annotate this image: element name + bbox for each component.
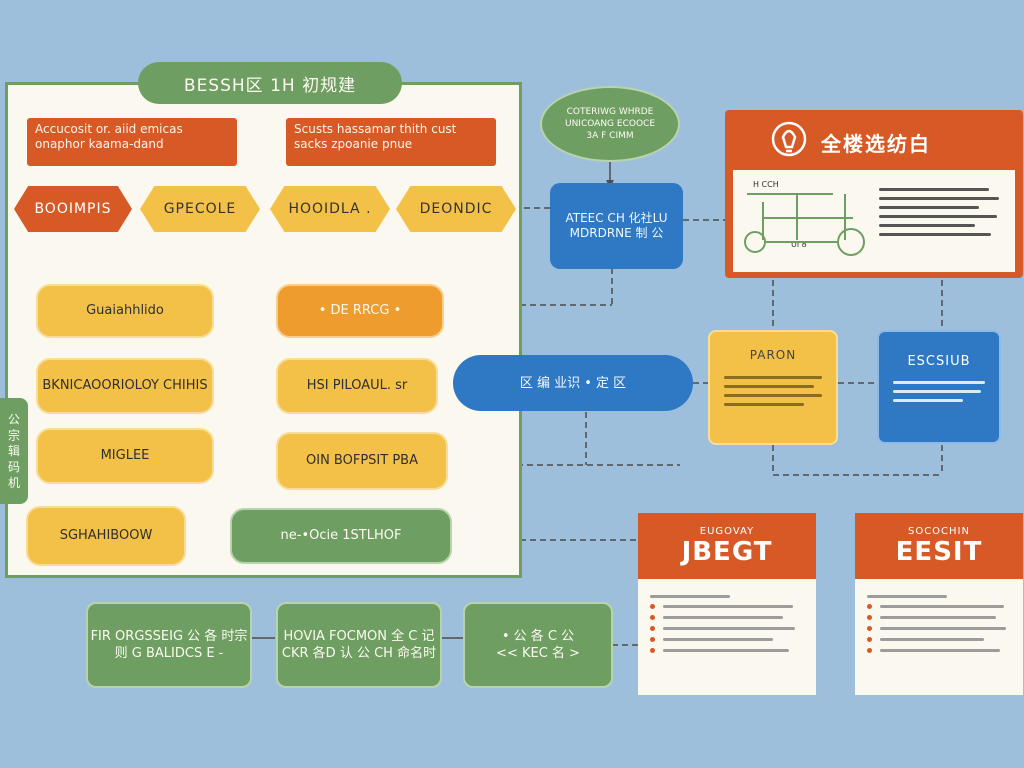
- panel-caption-a: H CCH: [753, 180, 779, 189]
- card-1-small: EUGOVAY: [699, 525, 755, 537]
- frame-title: BESSH区 1H 初规建: [138, 62, 402, 104]
- card-1-big: JBEGT: [681, 536, 773, 567]
- blue-info-box: ESCSIUB: [877, 330, 1001, 444]
- blue-box-lines: [879, 369, 999, 402]
- left-step-4: SGHAHIBOOW: [26, 506, 186, 566]
- left-step-1: Guaiahhlido: [36, 284, 214, 338]
- hexagon-1: BOOIMPIS: [14, 186, 132, 232]
- side-tab: 公 宗 辑 码 机: [0, 398, 28, 504]
- blue-box-top: ATEEC CH 化社LU MDRDRNE 制 公: [550, 183, 683, 269]
- blue-box-title: ESCSIUB: [907, 354, 971, 369]
- bottom-box-1: FIR ORGSSEIG 公 各 时宗则 G BALIDCS E -: [86, 602, 252, 688]
- card-1-header: EUGOVAY JBEGT: [638, 513, 816, 579]
- circuit-sketch: [744, 193, 865, 256]
- bottom-box-2: HOVIA FOCMON 全 C 记 CKR 各D 认 公 CH 命名时: [276, 602, 442, 688]
- hexagon-4: DEONDIC: [396, 186, 516, 232]
- note-box-right: Scusts hassamar thith cust sacks zpoanie…: [286, 118, 496, 166]
- diagram-panel: 全楼选纺白 H CCH Ul 8: [725, 110, 1023, 278]
- card-2-header: SOCOCHIN EESIT: [855, 513, 1023, 579]
- card-2-list: [855, 579, 1023, 669]
- hexagon-2: GPECOLE: [140, 186, 260, 232]
- yellow-box-title: PARON: [749, 348, 797, 362]
- blue-pill-mid: 区 编 业识 • 定 区: [453, 355, 693, 411]
- panel-caption-b: Ul 8: [791, 240, 807, 249]
- left-step-2: BKNICAOORIOLOY CHIHIS: [36, 358, 214, 414]
- hexagon-3: HOOIDLA .: [270, 186, 390, 232]
- mid-step-2: HSI PILOAUL. sr: [276, 358, 438, 414]
- note-box-left: Accucosit or. aiid emicas onaphor kaama-…: [27, 118, 237, 166]
- panel-body: H CCH Ul 8: [733, 170, 1015, 272]
- mid-step-1: • DE RRCG •: [276, 284, 444, 338]
- lightbulb-icon: [769, 120, 809, 164]
- bottom-box-3: • 公 各 C 公 << KEC 名 >: [463, 602, 613, 688]
- card-1-list: [638, 579, 816, 669]
- card-2-big: EESIT: [895, 536, 983, 567]
- card-1: EUGOVAY JBEGT: [638, 513, 816, 695]
- yellow-box-lines: [710, 362, 836, 406]
- mid-step-4: ne-•Ocie 1STLHOF: [230, 508, 452, 564]
- card-2: SOCOCHIN EESIT: [855, 513, 1023, 695]
- yellow-info-box: PARON: [708, 330, 838, 445]
- mid-step-3: OIN BOFPSIT PBA: [276, 432, 448, 490]
- speech-bubble: COTERIWG WHRDE UNICOANG ECOOCE 3A F CIMM: [540, 86, 680, 162]
- panel-title: 全楼选纺白: [821, 132, 931, 156]
- panel-text-lines: [879, 182, 1003, 242]
- left-step-3: MIGLEE: [36, 428, 214, 484]
- card-2-small: SOCOCHIN: [907, 525, 970, 537]
